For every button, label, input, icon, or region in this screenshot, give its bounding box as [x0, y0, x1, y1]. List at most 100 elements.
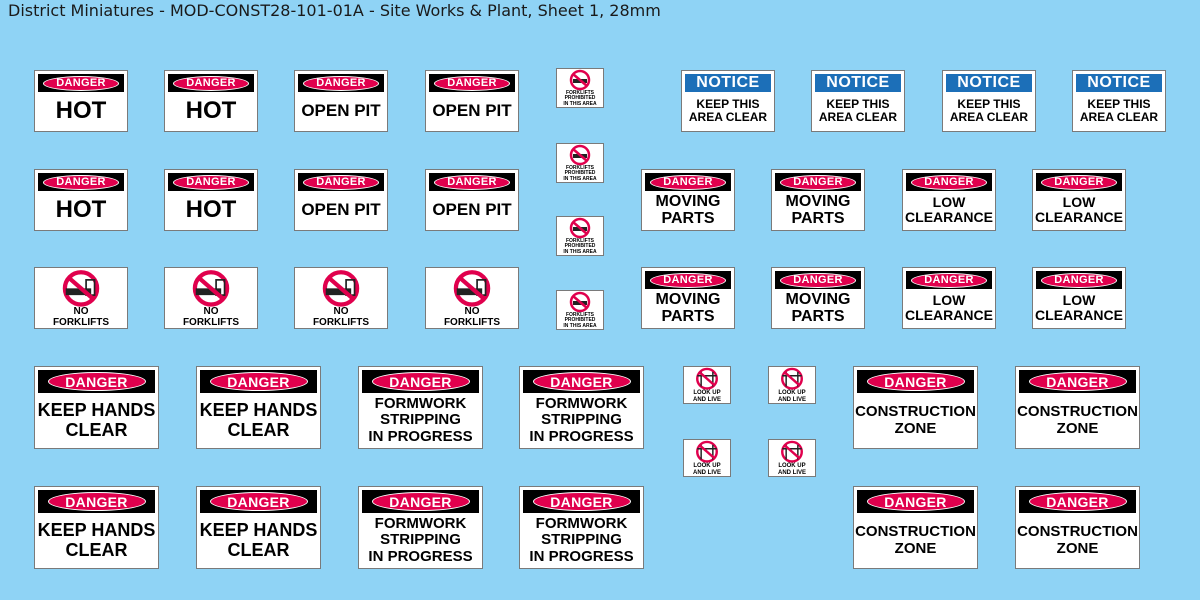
sign-text-line: AREA CLEAR	[688, 110, 768, 124]
danger-header: DANGER	[1041, 174, 1117, 190]
sign-text: HOT	[55, 196, 107, 224]
danger-header: DANGER	[434, 75, 510, 91]
sign-text-line: PROHIBITED	[564, 243, 596, 250]
sign-text-line: CLEARANCE	[905, 307, 993, 323]
danger-header: DANGER	[780, 174, 856, 190]
danger-hot-sign: DANGER HOT	[34, 169, 128, 231]
danger-header: DANGER	[532, 492, 631, 511]
sign-text-line: KEEP HANDS	[37, 520, 156, 541]
danger-header: DANGER	[209, 372, 308, 391]
danger-open-pit-sign: DANGER OPEN PIT	[294, 70, 388, 132]
sign-text-line: FORKLIFTS	[565, 165, 595, 171]
sign-text-line: ZONE	[894, 539, 937, 557]
sign-text-line: AND LIVE	[692, 469, 721, 476]
sign-text-line: PARTS	[791, 210, 845, 227]
sign-text-line: LOOK UP	[778, 390, 806, 397]
sign-text-line: KEEP THIS	[826, 97, 890, 112]
danger-header: DANGER	[173, 75, 249, 91]
sign-text-line: CLEAR	[65, 539, 128, 560]
danger-header: DANGER	[650, 174, 726, 190]
sign-text-line: NO	[73, 306, 89, 317]
sign-text-line: AREA CLEAR	[1079, 110, 1159, 124]
danger-header: DANGER	[47, 372, 146, 391]
sign-text-line: IN THIS AREA	[563, 248, 597, 255]
sign-text-line: ZONE	[1056, 539, 1099, 557]
sign-text-line: PROHIBITED	[564, 317, 596, 324]
danger-header: DANGER	[434, 174, 510, 190]
sign-text-line: STRIPPING	[541, 531, 622, 549]
danger-header: DANGER	[43, 75, 119, 91]
sign-text-line: LOOK UP	[778, 463, 806, 470]
danger-open-pit-sign: DANGER OPEN PIT	[294, 169, 388, 231]
sign-text-line: AND LIVE	[692, 396, 721, 403]
sign-text-line: CONSTRUCTION	[1017, 523, 1138, 541]
danger-header: DANGER	[47, 492, 146, 511]
no-forklift-icon	[453, 270, 491, 307]
sign-text-line: IN PROGRESS	[529, 427, 634, 445]
sign-text-line: LOW	[932, 291, 966, 308]
sign-text-line: CLEARANCE	[1035, 307, 1123, 323]
sign-text-line: CLEAR	[65, 419, 128, 440]
sign-text-line: AREA CLEAR	[818, 110, 898, 124]
sign-text-line: FORKLIFTS	[443, 316, 501, 328]
danger-header: DANGER	[173, 174, 249, 190]
sign-text-line: PARTS	[661, 308, 715, 325]
sign-text-line: PROHIBITED	[564, 170, 596, 177]
notice-header: NOTICE	[815, 74, 901, 92]
sign-text-line: PARTS	[791, 308, 845, 325]
sign-text-line: STRIPPING	[541, 411, 622, 429]
danger-header: DANGER	[209, 492, 308, 511]
overhead-lines-icon	[781, 367, 803, 390]
sign-text-line: KEEP THIS	[1087, 97, 1151, 112]
sign-text-line: NO	[203, 306, 219, 317]
danger-open-pit-sign: DANGER OPEN PIT	[425, 169, 519, 231]
sign-text-line: KEEP THIS	[696, 97, 760, 112]
sign-text-line: AREA CLEAR	[949, 110, 1029, 124]
sign-text-line: KEEP HANDS	[199, 520, 318, 541]
overhead-lines-icon	[696, 440, 718, 463]
sign-text-line: MOVING	[785, 192, 851, 210]
sign-text-line: NO	[333, 306, 349, 317]
sign-text-line: ZONE	[1056, 419, 1099, 437]
sign-text: OPEN PIT	[301, 199, 381, 219]
danger-header: DANGER	[911, 174, 987, 190]
sign-text-line: FORMWORK	[535, 395, 628, 413]
no-forklift-icon	[569, 69, 591, 91]
danger-header: DANGER	[1041, 272, 1117, 288]
sign-text-line: FORKLIFTS	[52, 316, 110, 328]
no-forklift-icon	[322, 270, 360, 307]
no-forklift-icon	[569, 291, 591, 313]
overhead-lines-icon	[781, 440, 803, 463]
sign-text-line: MOVING	[785, 290, 851, 308]
sign-text-line: STRIPPING	[380, 411, 461, 429]
danger-header: DANGER	[371, 492, 470, 511]
danger-header: DANGER	[866, 492, 965, 511]
sign-text-line: FORKLIFTS	[182, 316, 240, 328]
sign-text-line: LOW	[932, 193, 966, 210]
danger-header: DANGER	[650, 272, 726, 288]
sign-text-line: MOVING	[655, 290, 721, 308]
sign-text-line: CLEARANCE	[1035, 209, 1123, 225]
sign-text-line: AND LIVE	[777, 469, 806, 476]
sign-text-line: IN THIS AREA	[563, 175, 597, 182]
